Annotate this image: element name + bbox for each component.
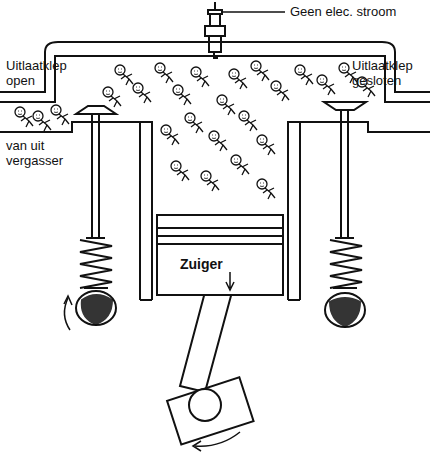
part-label: Uitlaatklep open [6, 58, 86, 88]
right-wall [288, 122, 430, 300]
valve-spring [330, 240, 362, 288]
piston-ring [158, 228, 282, 244]
cylinder-wall [140, 122, 300, 300]
valve-spring [80, 240, 112, 288]
cam [76, 291, 116, 325]
valve-head [324, 102, 366, 110]
motion-arrow [226, 272, 234, 290]
connecting-rod [180, 292, 232, 392]
valve-stem [335, 110, 354, 238]
part-label: Geen elec. stroom [290, 4, 430, 19]
crank-pin [189, 389, 221, 421]
spark-plug [205, 2, 225, 58]
part-label: Uitlaatklep gesloten [352, 58, 430, 88]
spring-seat [333, 287, 357, 289]
head-inner-wall [0, 56, 430, 102]
head-outer-wall [0, 42, 430, 92]
left-wall [0, 122, 152, 300]
node-text: Zuiger [180, 256, 223, 272]
cam [325, 293, 365, 327]
spring-seat [84, 287, 108, 289]
part-label: van uit vergasser [6, 138, 76, 168]
piston: Zuiger [156, 214, 284, 296]
valve-head [76, 106, 116, 114]
wire [222, 11, 285, 13]
crank [167, 377, 253, 444]
valve-stem [86, 114, 105, 238]
